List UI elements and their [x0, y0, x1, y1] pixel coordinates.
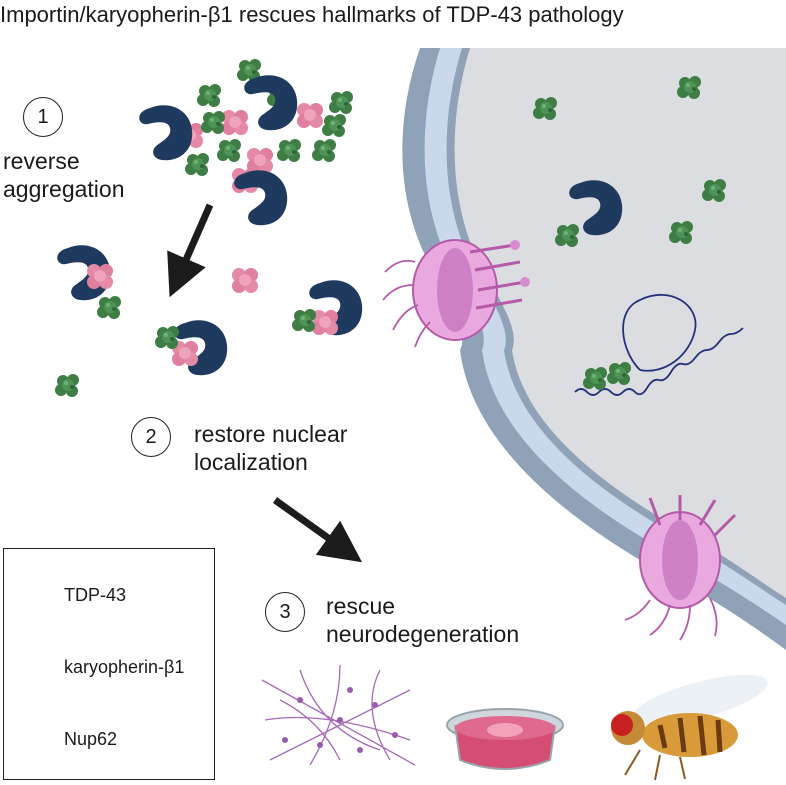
figure-title: Importin/karyopherin-β1 rescues hallmark…: [0, 2, 624, 27]
neuron-network-icon: [261, 664, 416, 766]
step-1-text: reverse aggregation: [3, 148, 125, 202]
step-3-number: 3: [265, 592, 305, 632]
tdp43-aggregate: [139, 59, 353, 226]
legend-label-karyopherin: karyopherin-β1: [64, 657, 185, 677]
step-3-text: rescue neurodegeneration: [326, 593, 520, 647]
legend-label-nup62: Nup62: [64, 729, 118, 749]
step-2-number: 2: [131, 417, 171, 457]
nucleus: [402, 48, 786, 650]
legend-label-tdp43: TDP-43: [64, 585, 127, 605]
chromatin-strand: [574, 294, 744, 396]
arrow-aggregation: [167, 203, 214, 298]
organoid-dish-icon: [446, 708, 564, 770]
fruit-fly-icon: [611, 674, 768, 781]
freed-complexes: [55, 245, 363, 397]
nuclear-pore-lower: [624, 495, 737, 641]
arrow-rescue: [272, 497, 363, 563]
step-1-number: 1: [23, 97, 63, 137]
nuclear-pore-upper: [382, 239, 530, 348]
step-2-text: restore nuclear localization: [194, 421, 348, 475]
legend-box: TDP-43 karyopherin-β1 Nup62: [3, 548, 215, 780]
